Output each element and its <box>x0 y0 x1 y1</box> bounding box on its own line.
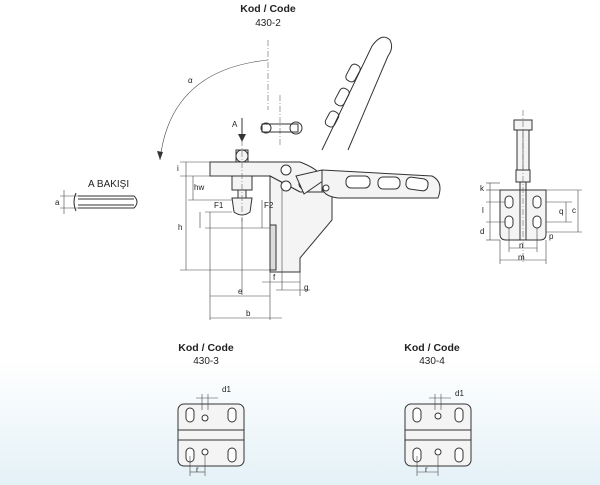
variant-4-kod-label: Kod / Code <box>404 342 460 354</box>
dim-f1-label: F1 <box>214 201 224 210</box>
closed-handle <box>280 164 441 199</box>
dim-l-label: l <box>482 206 484 215</box>
dim-hw-label: hw <box>194 183 205 192</box>
spindle-ghost <box>260 95 303 145</box>
view-a-caption: A BAKIŞI <box>88 179 130 190</box>
variant-4-d1-label: d1 <box>455 389 464 398</box>
view-a-detail <box>60 190 138 214</box>
variant-3-d1-label: d1 <box>222 385 231 394</box>
header-kod-label: Kod / Code <box>240 3 296 15</box>
dim-g-label: g <box>304 283 309 292</box>
dim-p-label: p <box>549 232 554 241</box>
plate-430-3 <box>177 394 245 476</box>
variant-3-r-label: r <box>196 465 199 474</box>
dim-e-label: e <box>238 287 243 296</box>
dim-n-label: n <box>519 241 524 250</box>
dim-a-label: a <box>55 198 60 207</box>
header-code: 430-2 <box>255 18 281 29</box>
variant-4-r-label: r <box>425 465 428 474</box>
dim-c-label: c <box>572 206 576 215</box>
view-a-arrow <box>238 118 246 142</box>
open-handle-ghost <box>321 36 393 151</box>
variant-3-kod-label: Kod / Code <box>178 342 234 354</box>
variant-4-code: 430-4 <box>419 356 445 367</box>
alpha-label: α <box>188 76 193 85</box>
dim-h-label: h <box>178 223 183 232</box>
opening-angle-arc <box>157 40 269 161</box>
spindle <box>231 140 253 222</box>
side-view <box>486 110 582 264</box>
dim-b-label: b <box>246 309 251 318</box>
plate-430-4 <box>404 394 472 476</box>
dim-d-label: d <box>480 227 485 236</box>
dim-k-label: k <box>480 184 484 193</box>
main-dimensions <box>180 161 310 320</box>
dim-m-label: m <box>518 253 525 262</box>
dim-q-label: q <box>559 207 564 216</box>
dim-i-label: i <box>177 164 179 173</box>
view-a-label: A <box>232 120 238 129</box>
dim-f-label: f <box>273 273 276 282</box>
variant-3-code: 430-3 <box>193 356 219 367</box>
dim-f2-label: F2 <box>264 201 274 210</box>
